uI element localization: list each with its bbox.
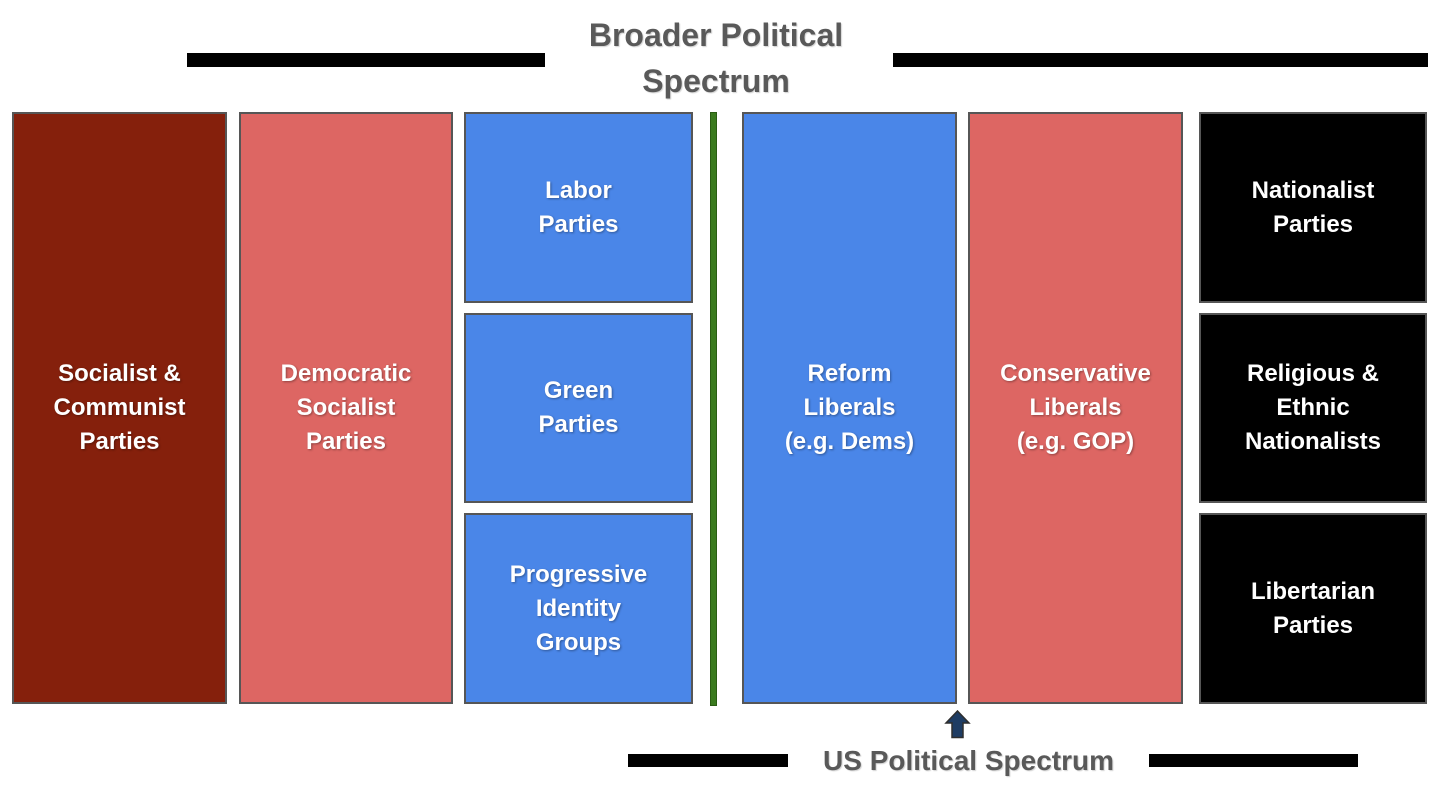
box-socialist-communist-parties: Socialist & Communist Parties <box>12 112 227 704</box>
box-label: Green Parties <box>538 377 619 438</box>
box-conservative-liberals: Conservative Liberals (e.g. GOP) <box>968 112 1183 704</box>
diagram-title: Broader Political Spectrum <box>588 17 844 99</box>
bottom-left-divider-bar <box>628 754 788 767</box>
box-label: Reform Liberals (e.g. Dems) <box>784 360 915 455</box>
box-label: Labor Parties <box>538 176 619 238</box>
bottom-right-divider-bar <box>1149 754 1358 767</box>
box-label: Religious & Ethnic Nationalists <box>1244 360 1382 455</box>
top-right-divider-bar <box>893 53 1428 67</box>
box-label: Democratic Socialist Parties <box>280 360 412 455</box>
spectrum-divider-line <box>710 112 717 706</box>
us-spectrum-label: US Political Spectrum <box>823 745 1114 776</box>
box-label: Libertarian Parties <box>1250 577 1376 639</box>
box-progressive-identity-groups: Progressive Identity Groups <box>464 513 693 704</box>
box-democratic-socialist-parties: Democratic Socialist Parties <box>239 112 453 704</box>
box-libertarian-parties: Libertarian Parties <box>1199 513 1427 704</box>
up-arrow-icon <box>944 710 971 739</box>
box-label: Conservative Liberals (e.g. GOP) <box>1000 360 1151 455</box>
box-labor-parties: Labor Parties <box>464 112 693 303</box>
box-green-parties: Green Parties <box>464 313 693 503</box>
box-reform-liberals: Reform Liberals (e.g. Dems) <box>742 112 957 704</box>
box-label: Socialist & Communist Parties <box>53 360 186 455</box>
box-label: Progressive Identity Groups <box>509 560 648 656</box>
top-left-divider-bar <box>187 53 545 67</box>
box-religious-ethnic-nationalists: Religious & Ethnic Nationalists <box>1199 313 1427 503</box>
box-label: Nationalist Parties <box>1251 176 1375 238</box>
box-nationalist-parties: Nationalist Parties <box>1199 112 1427 303</box>
